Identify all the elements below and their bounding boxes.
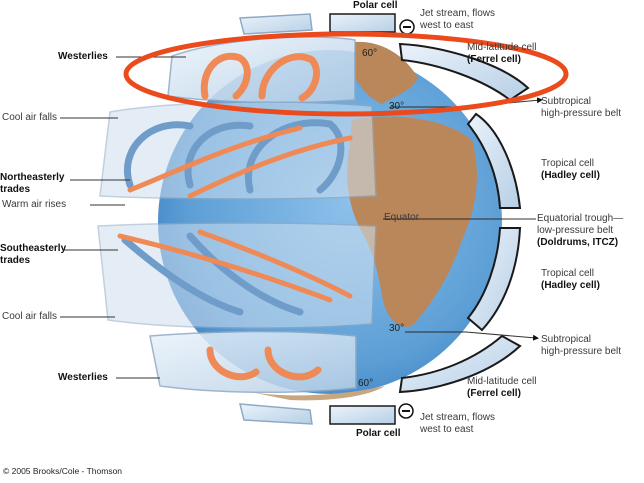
label-30-bottom: 30° xyxy=(389,323,405,334)
label-equatorial-trough: Equatorial trough—low-pressure belt(Dold… xyxy=(537,213,624,248)
label-hadley-top: Tropical cell(Hadley cell) xyxy=(541,158,600,181)
right-cells xyxy=(239,13,530,425)
label-westerlies-bottom: Westerlies xyxy=(58,372,108,383)
land-africa xyxy=(347,116,477,327)
label-60-bottom: 60° xyxy=(358,378,374,389)
label-cool-air-falls-bottom: Cool air falls xyxy=(2,311,58,322)
band-south-midlat xyxy=(149,330,357,394)
copyright-credit: © 2005 Brooks/Cole - Thomson xyxy=(3,466,123,476)
land-europe xyxy=(355,41,418,104)
highlight-ellipse xyxy=(123,31,569,117)
label-warm-air-rises: Warm air rises xyxy=(2,199,67,210)
label-hadley-bottom: Tropical cell(Hadley cell) xyxy=(541,268,600,291)
label-60-top: 60° xyxy=(362,48,378,59)
jet-stream-minus-icon-top xyxy=(399,19,415,35)
jet-stream-minus-icon-bottom xyxy=(398,403,414,419)
label-ferrel-top: Mid-latitude cell(Ferrel cell) xyxy=(467,42,537,65)
label-polar-cell-bottom: Polar cell xyxy=(356,428,401,439)
label-polar-cell-top: Polar cell xyxy=(353,0,398,11)
band-north-midlat xyxy=(167,36,356,104)
label-cool-air-falls-top: Cool air falls xyxy=(2,112,58,123)
label-equator: Equator xyxy=(384,212,420,223)
cell-loops xyxy=(117,52,353,381)
label-ferrel-bottom: Mid-latitude cell(Ferrel cell) xyxy=(467,376,537,399)
leader-lines xyxy=(60,56,543,379)
land-antarctic xyxy=(250,386,385,401)
label-westerlies-top: Westerlies xyxy=(58,51,108,62)
label-30-top: 30° xyxy=(389,101,405,112)
